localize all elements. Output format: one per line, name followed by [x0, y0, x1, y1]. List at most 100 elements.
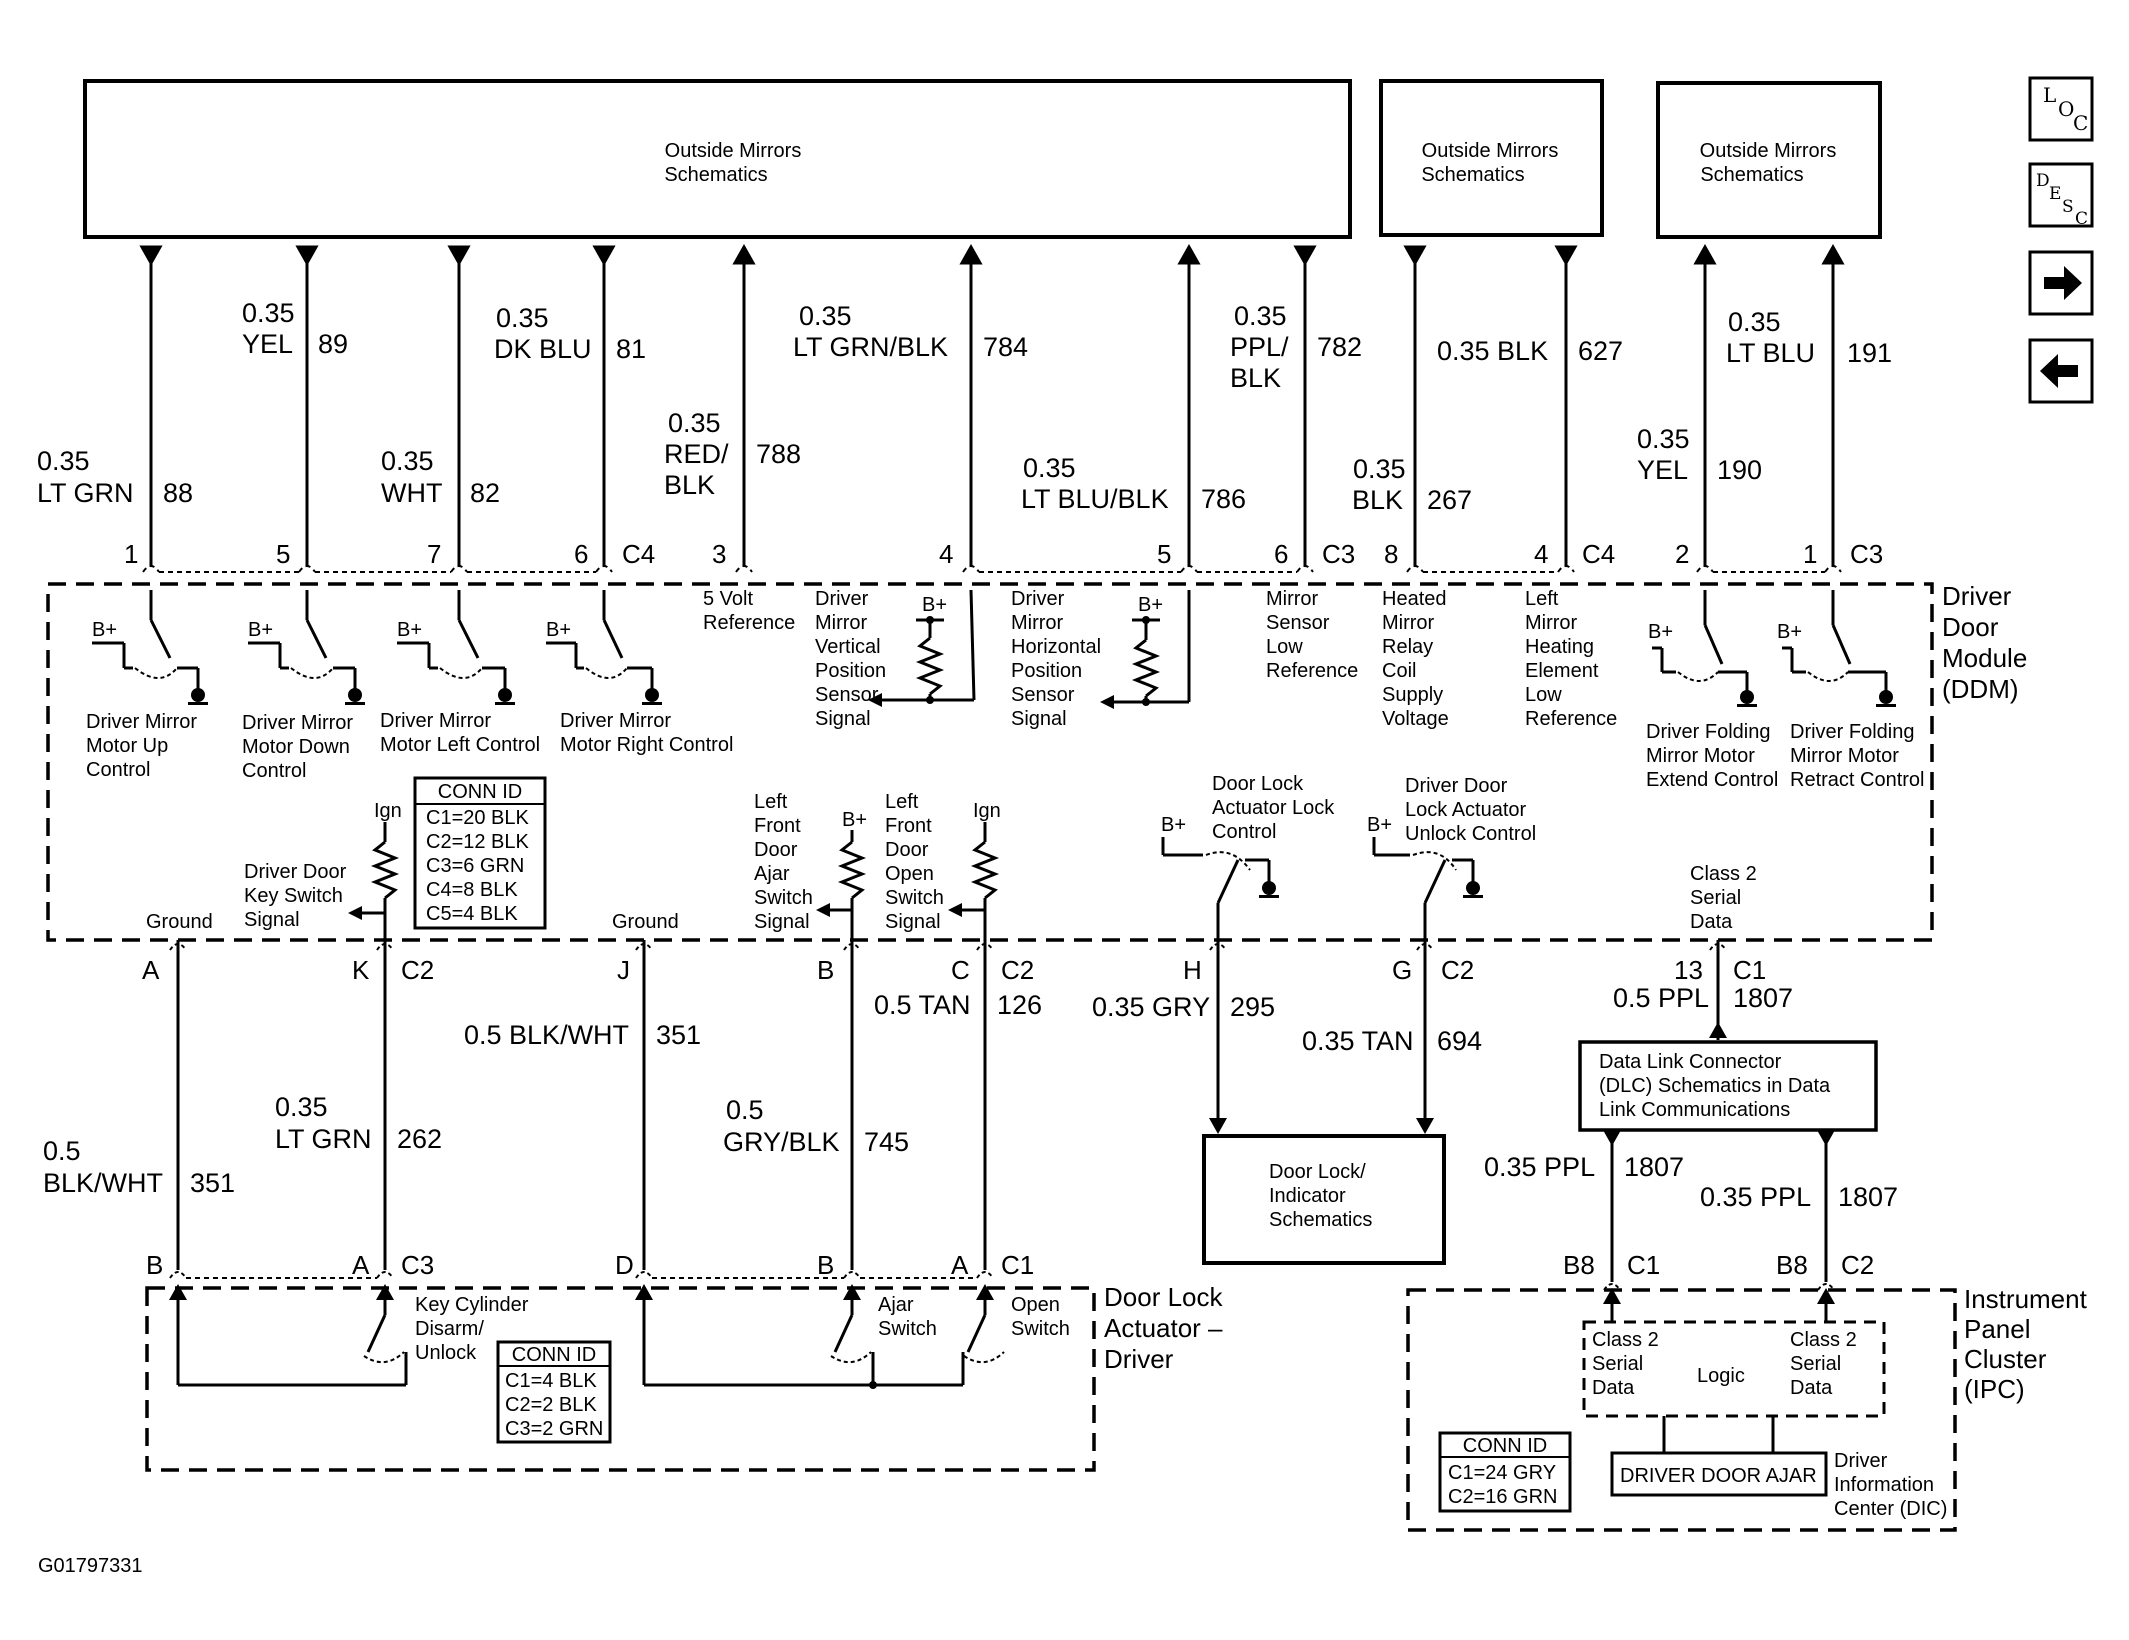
wire-782-label: 0.35 PPL/ BLK 782: [1230, 301, 1362, 393]
svg-text:0.35: 0.35: [496, 303, 549, 333]
driver-door-module[interactable]: Driver Door Module (DDM): [46, 581, 2027, 942]
svg-text:Door Lock/: Door Lock/: [1269, 1161, 1366, 1183]
ddm-conn-id-table: CONN ID C1=20 BLK C2=12 BLK C3=6 GRN C4=…: [413, 776, 547, 930]
svg-text:Reference: Reference: [703, 612, 795, 634]
ipc-title: Instrument: [1964, 1284, 2088, 1314]
svg-text:191: 191: [1847, 338, 1892, 368]
svg-text:Driver Mirror: Driver Mirror: [242, 712, 353, 734]
svg-text:Panel: Panel: [1964, 1314, 2031, 1344]
door-lock-actuator[interactable]: Door Lock Actuator – Driver: [145, 1282, 1223, 1472]
svg-text:C2=12 BLK: C2=12 BLK: [426, 831, 530, 853]
svg-text:Signal: Signal: [1011, 708, 1067, 730]
svg-text:Module: Module: [1942, 643, 2027, 673]
svg-text:2: 2: [1675, 539, 1689, 569]
svg-text:Open: Open: [885, 863, 934, 885]
desc-button[interactable]: D E S C: [2028, 162, 2094, 229]
svg-text:Door: Door: [1942, 612, 1999, 642]
svg-text:295: 295: [1230, 992, 1275, 1022]
svg-text:Position: Position: [1011, 660, 1082, 682]
svg-text:0.5 TAN: 0.5 TAN: [874, 990, 971, 1020]
svg-text:B+: B+: [1648, 621, 1673, 643]
top-connector-bridges: [142, 565, 1842, 573]
bplus-labels: B+ B+ B+ B+ B+ B+ B+ B+ B+ B+ B+: [92, 594, 1802, 836]
ddm-bottom-pins: A K C2 J B C C2 H G C2 13 C1: [142, 955, 1766, 985]
svg-text:Sensor: Sensor: [1011, 684, 1075, 706]
loc-button[interactable]: L O C: [2028, 76, 2094, 142]
wire-788-label: 0.35 RED/ BLK 788: [664, 408, 801, 500]
wire-784-label: 0.35 LT GRN/BLK 784: [793, 301, 1028, 362]
svg-text:784: 784: [983, 332, 1028, 362]
svg-text:0.5: 0.5: [726, 1095, 764, 1125]
svg-text:745: 745: [864, 1127, 909, 1157]
svg-text:B+: B+: [842, 809, 867, 831]
outside-mirrors-box-3[interactable]: Outside Mirrors Schematics: [1656, 81, 1882, 239]
svg-text:5: 5: [276, 539, 290, 569]
svg-text:782: 782: [1317, 332, 1362, 362]
svg-text:BLK: BLK: [1352, 485, 1403, 515]
svg-text:694: 694: [1437, 1026, 1482, 1056]
svg-text:0.35: 0.35: [275, 1092, 328, 1122]
actuator-labels: Key Cylinder Disarm/ Unlock Ajar Switch …: [415, 1294, 1070, 1364]
svg-text:0.5: 0.5: [43, 1136, 81, 1166]
svg-text:LT BLU/BLK: LT BLU/BLK: [1021, 484, 1169, 514]
svg-text:Heating: Heating: [1525, 636, 1594, 658]
svg-text:Driver: Driver: [815, 588, 869, 610]
svg-text:H: H: [1183, 955, 1202, 985]
prev-page-button[interactable]: [2028, 338, 2094, 404]
box-label: Schematics: [1421, 164, 1524, 186]
desc-c: C: [2075, 209, 2088, 229]
svg-text:3: 3: [712, 539, 726, 569]
svg-text:Extend Control: Extend Control: [1646, 769, 1778, 791]
actuator-arrows: [169, 1284, 994, 1389]
ipc-conn-id-table: CONN ID C1=24 GRY C2=16 GRN: [1438, 1431, 1572, 1513]
svg-text:Mirror: Mirror: [1266, 588, 1319, 610]
svg-text:262: 262: [397, 1124, 442, 1154]
svg-text:Lock Actuator: Lock Actuator: [1405, 799, 1527, 821]
svg-text:Control: Control: [242, 760, 306, 782]
next-page-button[interactable]: [2028, 250, 2094, 316]
outside-mirrors-box-1[interactable]: Outside Mirrors Schematics: [83, 79, 1352, 239]
svg-text:Ign: Ign: [973, 800, 1001, 822]
desc-s: S: [2062, 197, 2074, 217]
ground-icon: [188, 688, 1896, 898]
dlc-box[interactable]: Data Link Connector (DLC) Schematics in …: [1578, 1040, 1878, 1132]
svg-text:Unlock Control: Unlock Control: [1405, 823, 1536, 845]
svg-text:1: 1: [1803, 539, 1817, 569]
svg-text:Driver: Driver: [1011, 588, 1065, 610]
svg-text:Sensor: Sensor: [815, 684, 879, 706]
door-lock-indicator-box[interactable]: Door Lock/ Indicator Schematics: [1202, 1134, 1446, 1265]
svg-text:RED/: RED/: [664, 439, 729, 469]
svg-text:Vertical: Vertical: [815, 636, 881, 658]
svg-text:YEL: YEL: [242, 329, 293, 359]
svg-text:Position: Position: [815, 660, 886, 682]
svg-text:Door: Door: [885, 839, 929, 861]
svg-text:DK BLU: DK BLU: [494, 334, 592, 364]
svg-text:C3: C3: [1850, 539, 1883, 569]
svg-text:351: 351: [190, 1168, 235, 1198]
svg-text:Switch: Switch: [754, 887, 813, 909]
instrument-panel-cluster[interactable]: Instrument Panel Cluster (IPC): [1406, 1284, 2088, 1532]
svg-text:Control: Control: [1212, 821, 1276, 843]
svg-text:89: 89: [318, 329, 348, 359]
svg-text:82: 82: [470, 478, 500, 508]
svg-text:PPL/: PPL/: [1230, 332, 1289, 362]
svg-text:Class 2: Class 2: [1592, 1329, 1659, 1351]
svg-text:786: 786: [1201, 484, 1246, 514]
svg-text:CONN ID: CONN ID: [1463, 1435, 1547, 1457]
svg-text:B: B: [817, 1250, 834, 1280]
svg-text:Door Lock: Door Lock: [1212, 773, 1304, 795]
svg-text:Relay: Relay: [1382, 636, 1433, 658]
svg-text:Mirror: Mirror: [1382, 612, 1435, 634]
signal-arrow-icon: [348, 903, 962, 920]
desc-e: E: [2049, 184, 2061, 204]
svg-text:Serial: Serial: [1790, 1353, 1841, 1375]
svg-text:0.35: 0.35: [799, 301, 852, 331]
svg-text:Horizontal: Horizontal: [1011, 636, 1101, 658]
svg-text:(DLC) Schematics in Data: (DLC) Schematics in Data: [1599, 1075, 1831, 1097]
svg-text:0.35: 0.35: [1234, 301, 1287, 331]
outside-mirrors-box-2[interactable]: Outside Mirrors Schematics: [1379, 79, 1604, 237]
svg-text:Switch: Switch: [878, 1318, 937, 1340]
svg-text:(DDM): (DDM): [1942, 674, 2019, 704]
svg-text:Class 2: Class 2: [1690, 863, 1757, 885]
svg-text:Mirror: Mirror: [1525, 612, 1578, 634]
